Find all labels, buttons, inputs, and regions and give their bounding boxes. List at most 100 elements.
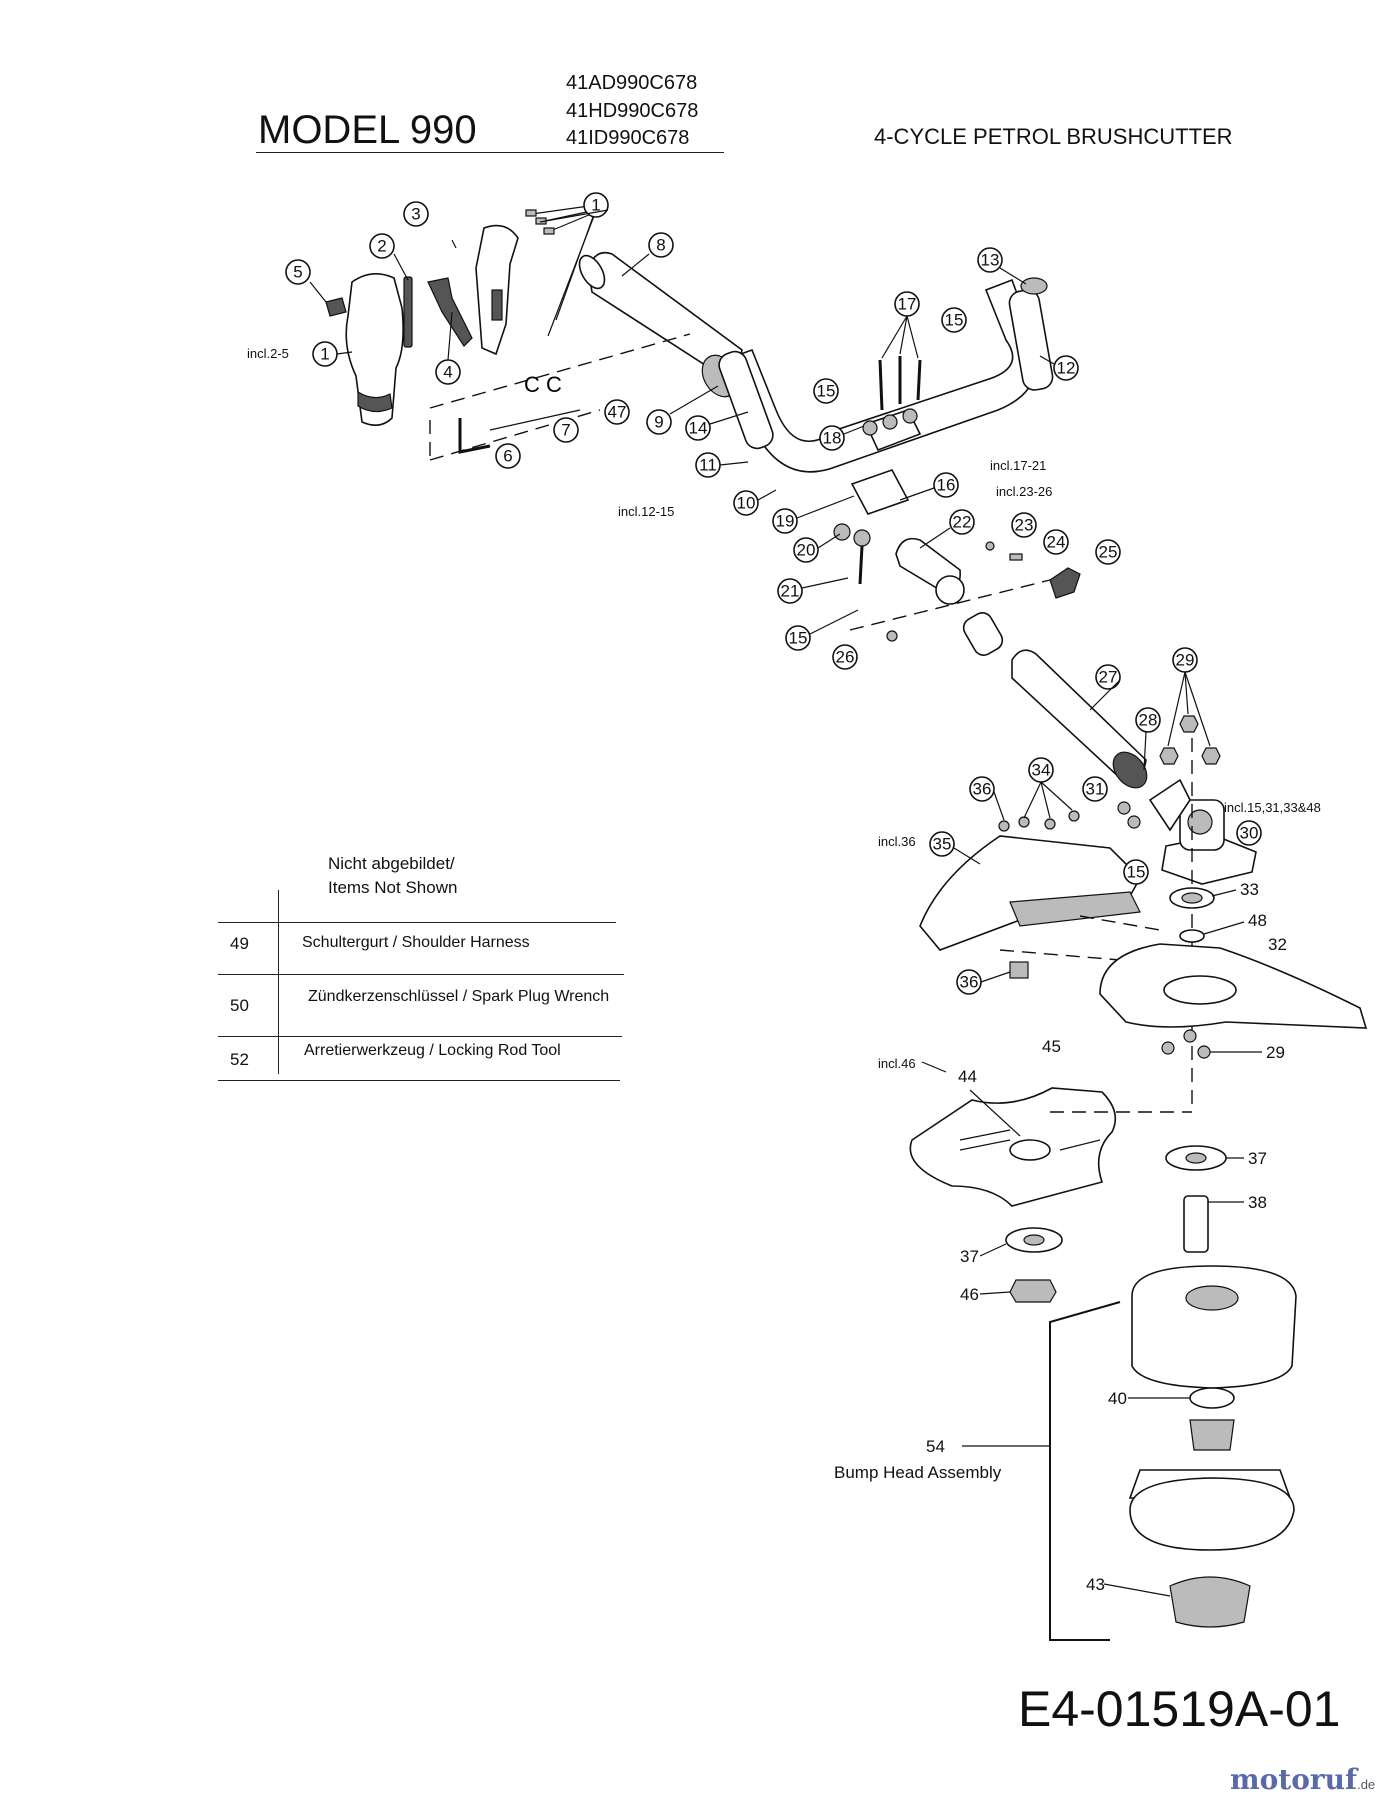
table-rule (218, 922, 616, 923)
svg-text:7: 7 (561, 421, 570, 440)
callout-25: 25 (1095, 539, 1121, 565)
svg-text:35: 35 (933, 835, 952, 854)
label-32: 32 (1268, 935, 1287, 954)
callout-11: 11 (695, 452, 721, 478)
svg-text:2: 2 (377, 237, 386, 256)
table-rule (218, 1080, 620, 1081)
svg-text:36: 36 (960, 973, 979, 992)
svg-text:23: 23 (1015, 516, 1034, 535)
callout-15c: 15 (785, 625, 811, 651)
svg-text:47: 47 (608, 403, 627, 422)
model-number-3: 41ID990C678 (566, 127, 690, 149)
note-incl-2-5: incl.2-5 (247, 346, 289, 361)
not-shown-heading: Nicht abgebildet/ Items Not Shown (328, 852, 457, 900)
note-incl-17-21: incl.17-21 (990, 458, 1046, 473)
callout-17: 17 (894, 291, 920, 317)
throttle-handle-part (325, 224, 519, 426)
not-shown-heading-line2: Items Not Shown (328, 878, 458, 897)
callout-10: 10 (733, 490, 759, 516)
svg-text:16: 16 (937, 476, 956, 495)
svg-text:12: 12 (1057, 359, 1076, 378)
table-rule (218, 1036, 622, 1037)
svg-text:15: 15 (817, 382, 836, 401)
table-row-desc: Schultergurt / Shoulder Harness (302, 934, 530, 951)
callout-15b: 15 (941, 307, 967, 333)
svg-text:30: 30 (1240, 824, 1259, 843)
callout-9: 9 (646, 409, 672, 435)
svg-text:10: 10 (737, 494, 756, 513)
svg-text:34: 34 (1032, 761, 1051, 780)
callout-47: 47 (604, 399, 630, 425)
callout-14: 14 (685, 415, 711, 441)
note-incl-36: incl.36 (878, 834, 916, 849)
blade-part (909, 1087, 1117, 1207)
callout-8: 8 (648, 232, 674, 258)
svg-text:6: 6 (503, 447, 512, 466)
svg-text:20: 20 (797, 541, 816, 560)
svg-text:5: 5 (293, 263, 302, 282)
callout-34: 34 (1028, 757, 1054, 783)
svg-text:C C: C C (524, 372, 562, 397)
callout-36a: 36 (969, 776, 995, 802)
label-44: 44 (958, 1067, 977, 1086)
label-54: 54 (926, 1437, 945, 1456)
callout-20: 20 (793, 537, 819, 563)
washers-33-48 (1169, 887, 1215, 943)
svg-text:19: 19 (776, 512, 795, 531)
svg-text:31: 31 (1086, 780, 1105, 799)
callout-15d: 15 (1123, 859, 1149, 885)
label-29b: 29 (1266, 1043, 1285, 1062)
flange-and-nut (1005, 1145, 1227, 1303)
svg-text:36: 36 (973, 780, 992, 799)
callout-4: 4 (435, 359, 461, 385)
not-shown-heading-line1: Nicht abgebildet/ (328, 854, 455, 873)
label-43: 43 (1086, 1575, 1105, 1594)
callout-35: 35 (929, 831, 955, 857)
items-not-shown-table: 49 Schultergurt / Shoulder Harness 50 Zü… (218, 890, 624, 1081)
label-46: 46 (960, 1285, 979, 1304)
table-rule (218, 974, 624, 975)
callout-16: 16 (933, 472, 959, 498)
callout-21: 21 (777, 578, 803, 604)
note-incl-15-31-33-48: incl.15,31,33&48 (1224, 800, 1321, 815)
callout-22: 22 (949, 509, 975, 535)
callout-19: 19 (772, 508, 798, 534)
note-incl-12-15: incl.12-15 (618, 504, 674, 519)
callout-36b: 36 (956, 969, 982, 995)
label-37b: 37 (960, 1247, 979, 1266)
label-40: 40 (1108, 1389, 1127, 1408)
model-underline (256, 152, 724, 153)
note-incl-46: incl.46 (878, 1056, 916, 1071)
callout-3: 3 (403, 201, 429, 227)
brand-logo: motoruf.de (1230, 1763, 1375, 1796)
callout-1b: 1 (312, 341, 338, 367)
handle-clamp-part (833, 356, 922, 585)
label-bump-head-assembly: Bump Head Assembly (834, 1463, 1002, 1482)
brand-name: motoruf (1230, 1763, 1358, 1796)
callout-18: 18 (819, 425, 845, 451)
svg-text:8: 8 (656, 236, 665, 255)
label-37a: 37 (1248, 1149, 1267, 1168)
grass-guard-part (919, 810, 1141, 951)
blade-guard-part (1009, 943, 1368, 1029)
svg-text:9: 9 (654, 413, 663, 432)
gear-head-part (1117, 778, 1257, 885)
nuts-29-top (1159, 715, 1221, 765)
callout-29a: 29 (1172, 647, 1198, 673)
svg-text:26: 26 (836, 648, 855, 667)
svg-text:17: 17 (898, 295, 917, 314)
screws-29-lower (1161, 1029, 1211, 1059)
lower-shaft-part (1011, 649, 1148, 789)
svg-text:15: 15 (1127, 863, 1146, 882)
callout-26: 26 (832, 644, 858, 670)
callout-6: 6 (495, 443, 521, 469)
callout-31: 31 (1082, 776, 1108, 802)
label-38: 38 (1248, 1193, 1267, 1212)
callout-7: 7 (553, 417, 579, 443)
svg-text:22: 22 (953, 513, 972, 532)
callout-24: 24 (1043, 529, 1069, 555)
svg-text:3: 3 (411, 205, 420, 224)
label-33: 33 (1240, 880, 1259, 899)
svg-text:4: 4 (443, 363, 452, 382)
